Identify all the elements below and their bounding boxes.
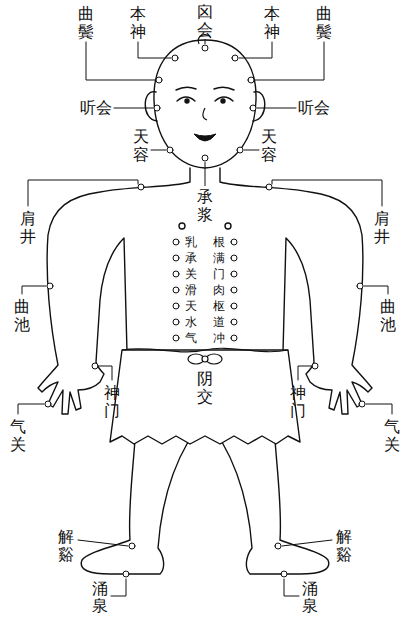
acupoint-label: 听会	[298, 99, 330, 117]
acupoint-label: 阴交	[197, 370, 213, 405]
acupoint-label: 天容	[261, 128, 277, 163]
acupoint-dot	[202, 45, 208, 51]
acupoint-label: 曲池	[380, 298, 396, 333]
acupoint-label: 肩井	[20, 210, 36, 245]
acupoint-label: 解谿	[58, 528, 74, 563]
acupoint-label: 听会	[80, 99, 112, 117]
left-half	[18, 42, 196, 596]
acupoint-label: 解谿	[336, 528, 352, 563]
acupoint-label: 肩井	[374, 210, 390, 245]
acupoint-dot	[202, 155, 208, 161]
abdomen-point-label: 乳根	[185, 235, 241, 249]
acupoint-label: 承浆	[197, 188, 213, 223]
acupoint-label: 本神	[264, 5, 280, 40]
belt	[122, 348, 288, 352]
acupoint-label: 涌泉	[302, 580, 318, 615]
shorts	[110, 350, 300, 444]
acupoint-label: 本神	[130, 5, 146, 40]
acupoint-label: 曲池	[14, 298, 30, 333]
abdomen-point-label: 关门	[185, 267, 241, 281]
abdomen-point-label: 承满	[185, 251, 241, 265]
mouth	[194, 134, 216, 141]
abdomen-point-label: 气冲	[185, 331, 241, 345]
bow-knot	[188, 354, 222, 364]
acupoint-label: 神门	[104, 384, 120, 419]
acupoint-label: 天容	[133, 128, 149, 163]
leader-line	[205, 39, 206, 186]
acupoint-label: 气关	[384, 418, 400, 453]
acupoint-label: 曲鬓	[316, 5, 332, 40]
abdomen-point-label: 滑肉	[185, 283, 241, 297]
abdomen-point-label: 水道	[185, 315, 241, 329]
abdomen-point-label: 天枢	[185, 299, 241, 313]
acupoint-label: 囟会	[197, 3, 213, 38]
acupoint-label: 曲鬓	[78, 5, 94, 40]
acupoint-label: 涌泉	[92, 580, 108, 615]
acupoint-label: 气关	[10, 418, 26, 453]
acupoint-label: 神门	[290, 384, 306, 419]
nose	[203, 108, 207, 120]
